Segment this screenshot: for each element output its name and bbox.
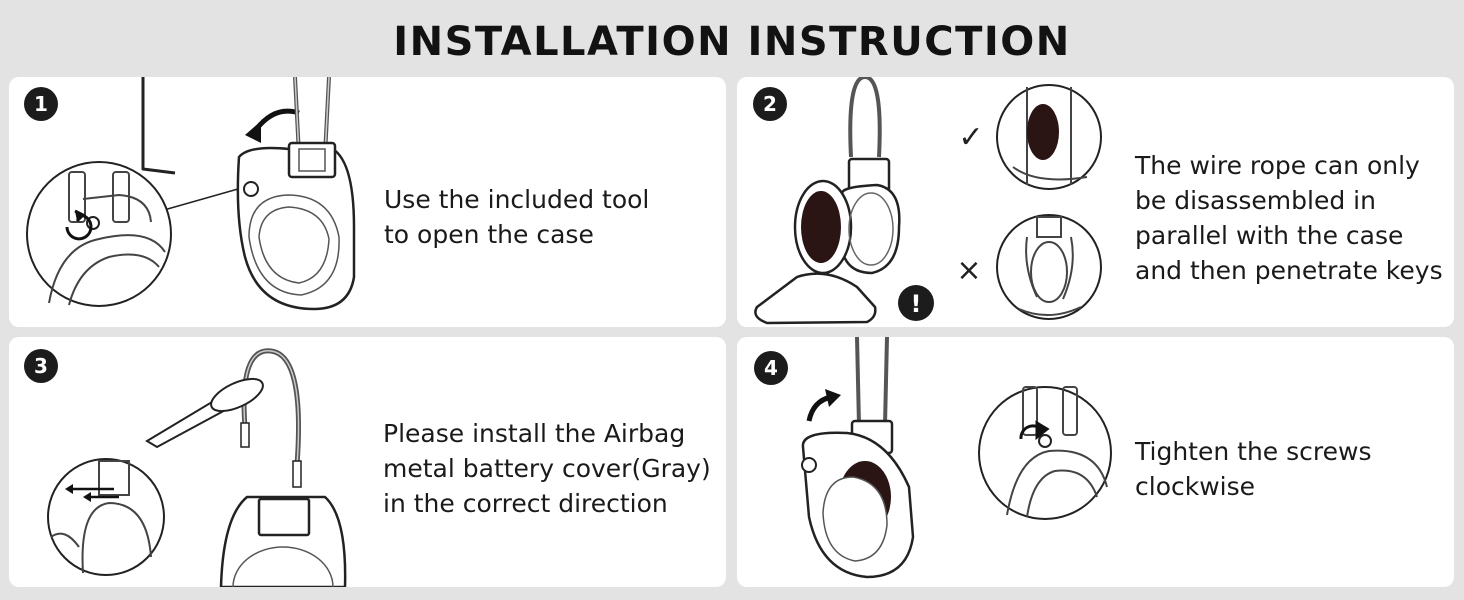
rotate-arrow-icon bbox=[65, 209, 93, 241]
step-number-badge: 1 bbox=[24, 87, 58, 121]
page-title: INSTALLATION INSTRUCTION bbox=[393, 19, 1071, 65]
step-3-panel: 3 Please install the Airbag metal batter… bbox=[9, 337, 726, 587]
step-1-text: Use the included tool to open the case bbox=[384, 185, 650, 249]
step-number-badge: 2 bbox=[753, 87, 787, 121]
step-3-illustration bbox=[47, 348, 347, 587]
check-icon: ✓ bbox=[958, 120, 983, 155]
svg-text:!: ! bbox=[911, 290, 922, 318]
step-1-panel: 1 Use the included tool to open the case bbox=[9, 77, 726, 327]
hex-key-icon bbox=[141, 77, 176, 175]
step-number-badge: 3 bbox=[24, 349, 58, 383]
step-2-illustration: ! ✓ × bbox=[754, 77, 1102, 325]
step-2-panel: ! ✓ × 2 The wire rope can only be disass… bbox=[737, 77, 1454, 327]
step-4-panel: 4 Tighten the screws clockwise bbox=[737, 337, 1454, 587]
step-1-illustration bbox=[26, 77, 356, 311]
step-number-badge: 4 bbox=[754, 351, 788, 385]
rotate-arrow-icon bbox=[1019, 420, 1050, 441]
cross-icon: × bbox=[956, 253, 981, 288]
warning-icon: ! bbox=[898, 285, 934, 321]
step-4-illustration bbox=[801, 337, 1112, 579]
step-3-text: Please install the Airbag metal battery … bbox=[383, 419, 711, 518]
step-4-text: Tighten the screws clockwise bbox=[1135, 437, 1372, 501]
step-2-text: The wire rope can only be disassembled i… bbox=[1135, 151, 1443, 285]
